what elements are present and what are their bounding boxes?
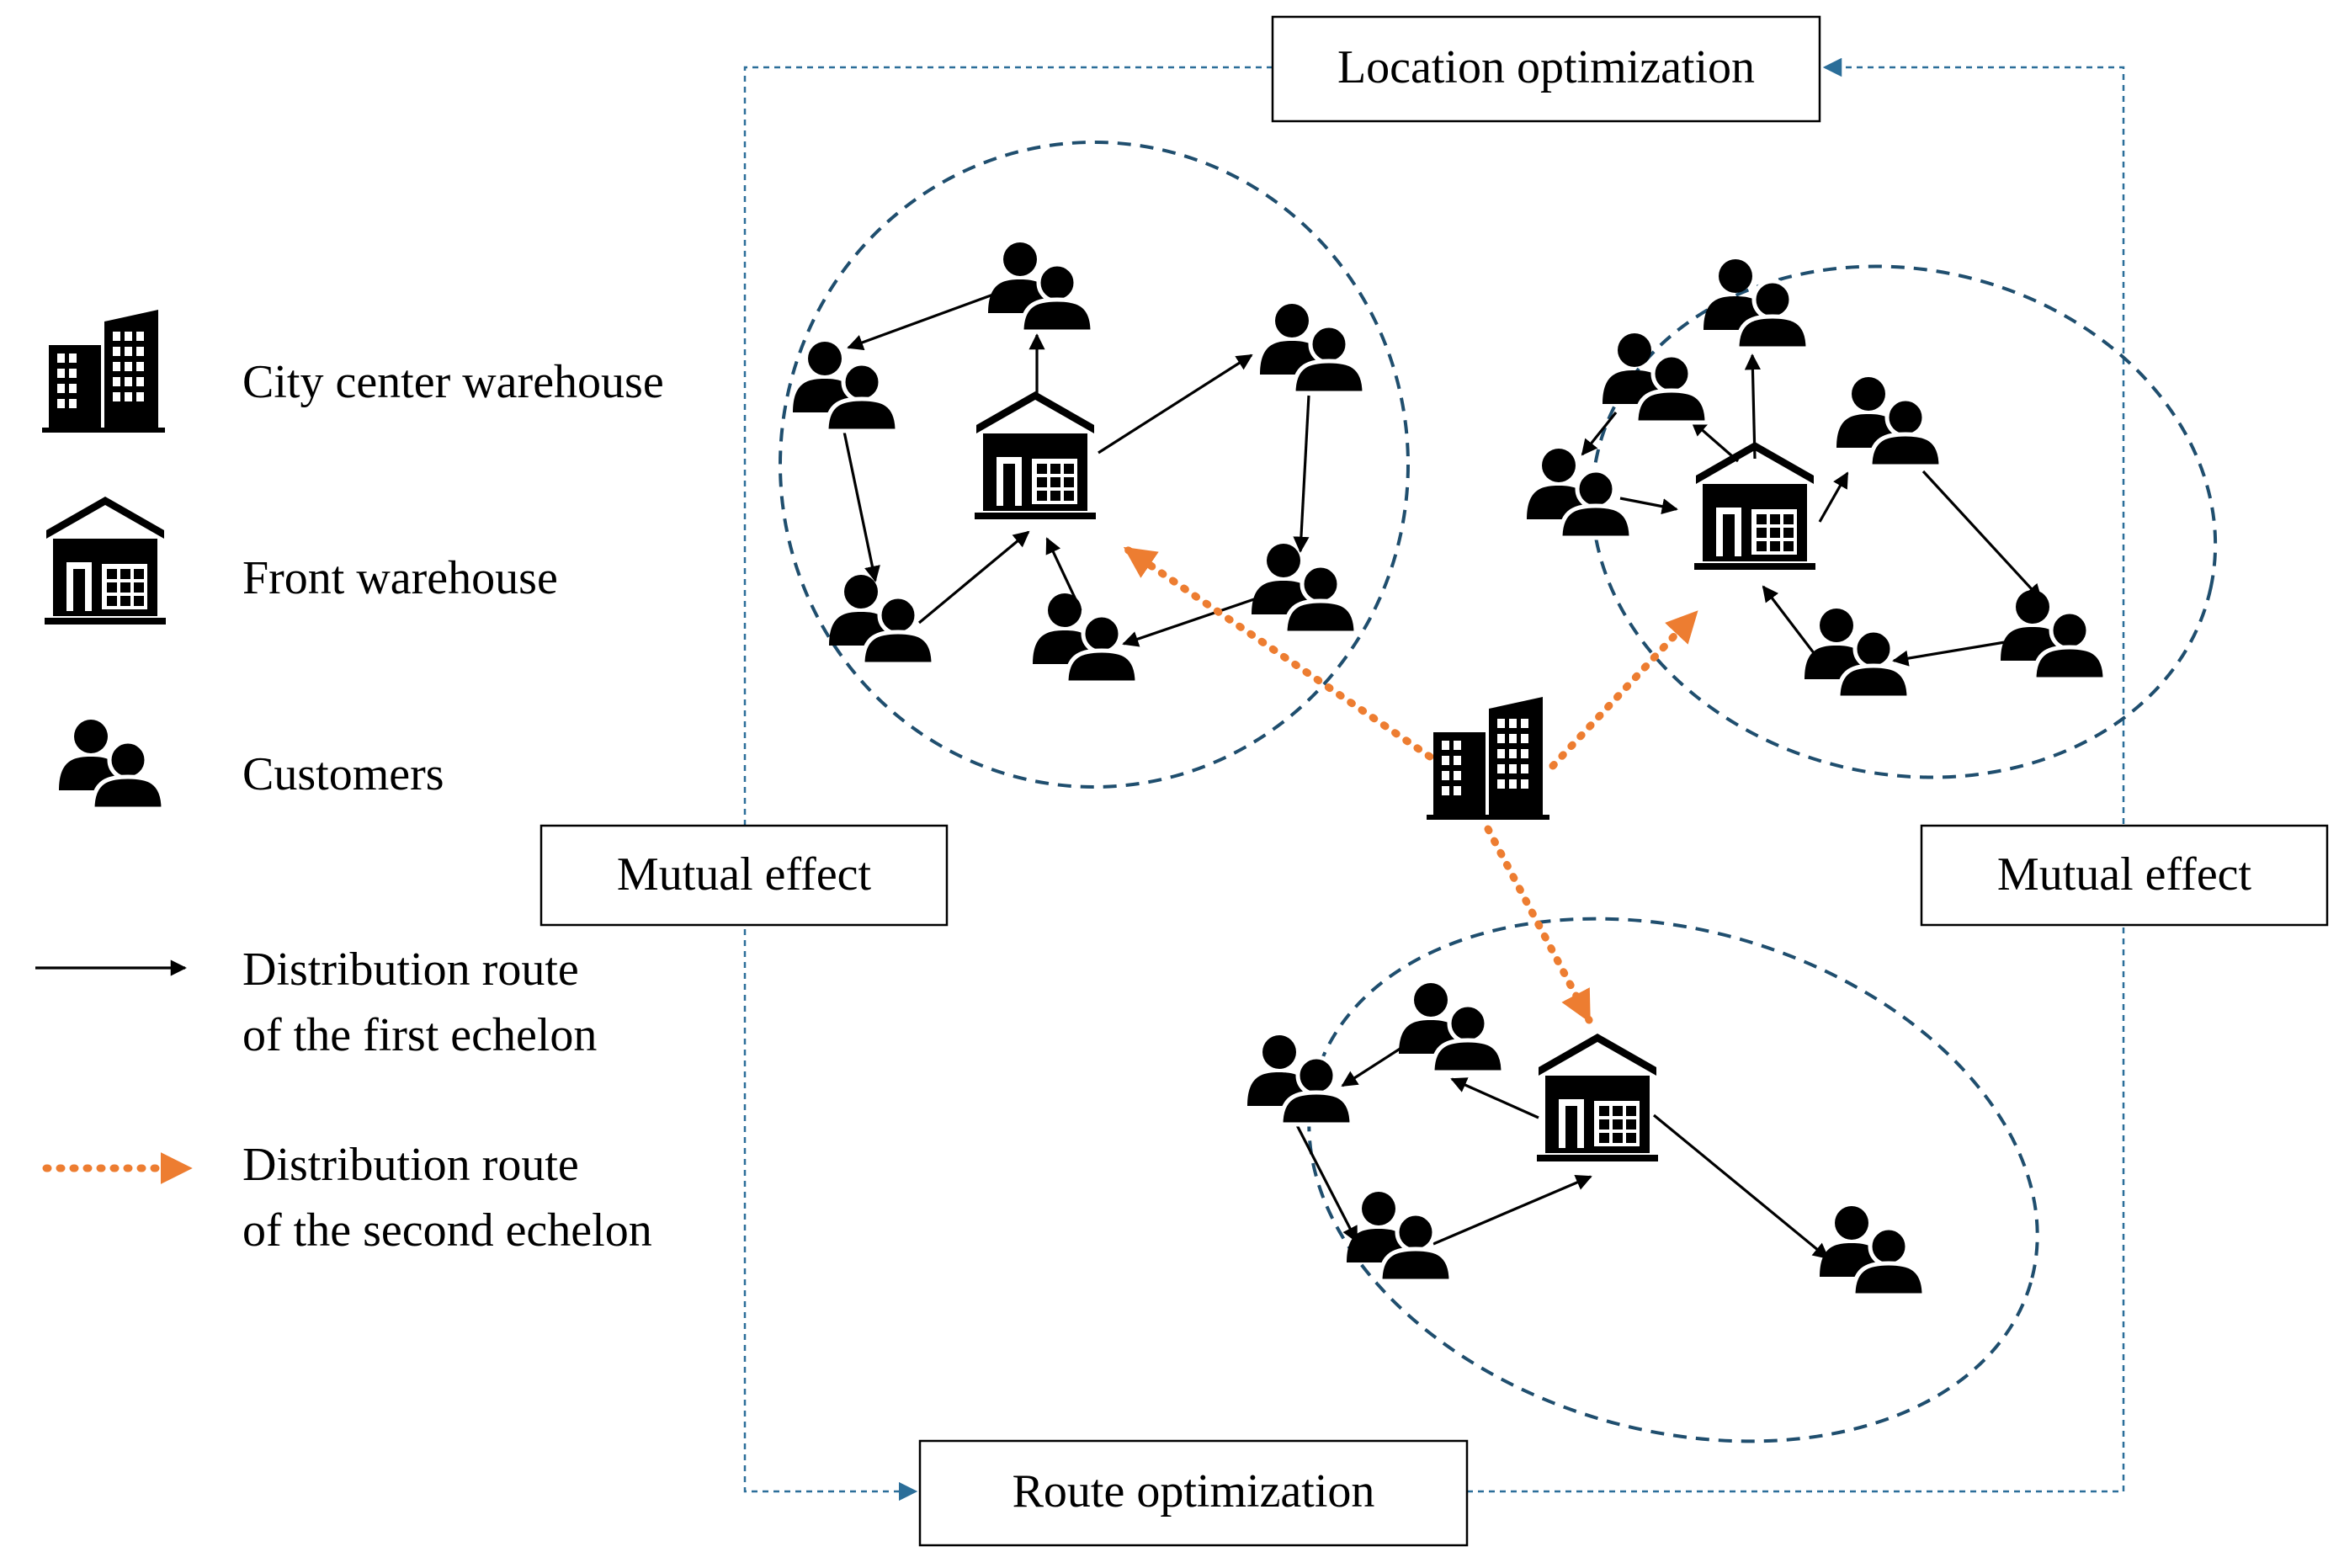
route-arrow: [1818, 471, 1849, 523]
front-warehouse-icon: [1537, 1034, 1658, 1161]
route-arrow: [1762, 585, 1821, 662]
route-arrow: [1122, 598, 1255, 647]
second-echelon-routes: [1122, 545, 1700, 1024]
customers-icon: [1820, 1206, 1924, 1295]
customers-icon: [1836, 377, 1941, 466]
route-arrow: [1293, 395, 1310, 553]
customers-icon: [2001, 590, 2105, 679]
mutual-effect-left-label: Mutual effect: [617, 848, 872, 901]
city-center-warehouse-icon: [42, 310, 165, 433]
optimization-loop: [743, 57, 2125, 1502]
route-arrow: [1098, 353, 1253, 454]
loop-left-path: [743, 66, 1273, 1502]
route-arrow: [1450, 1077, 1539, 1119]
mutual-effect-left-box: Mutual effect: [539, 824, 949, 927]
route-arrow: [1690, 419, 1740, 463]
first-echelon-routes: [842, 293, 2043, 1260]
front-warehouse-icon: [45, 497, 166, 625]
route-arrow: [1892, 640, 2006, 667]
customers-icon: [1603, 333, 1707, 423]
route-arrow: [917, 530, 1030, 625]
legend: City center warehouse Front warehouse Cu…: [35, 310, 664, 1257]
cluster-top-right: [1590, 264, 2218, 779]
route-arrow: [1921, 470, 2043, 601]
legend-first-echelon-line1: Distribution route: [242, 943, 579, 996]
customers-icon: [1399, 983, 1503, 1072]
legend-second-echelon-line1: Distribution route: [242, 1139, 579, 1191]
second-echelon-arrow: [1122, 545, 1445, 768]
customers-icon: [1247, 1035, 1352, 1124]
second-echelon-arrow: [1484, 825, 1593, 1024]
route-arrow: [1581, 412, 1618, 456]
customers-icon: [793, 342, 897, 431]
legend-city-center-warehouse: City center warehouse: [242, 356, 664, 408]
customers-icon: [988, 242, 1092, 332]
legend-front-warehouse: Front warehouse: [242, 552, 558, 604]
city-center-warehouse-icon: [1427, 697, 1549, 820]
route-arrow: [1341, 1046, 1402, 1087]
legend-first-echelon-line2: of the first echelon: [242, 1009, 597, 1061]
route-arrow: [1652, 1114, 1830, 1260]
customers-icon: [1033, 593, 1137, 683]
legend-second-echelon-line2: of the second echelon: [242, 1204, 652, 1257]
customers-icon: [59, 720, 163, 809]
cluster-bottom: [1307, 917, 2039, 1443]
front-warehouse-icon: [975, 391, 1096, 519]
route-arrow: [1432, 1174, 1592, 1246]
mutual-effect-right-label: Mutual effect: [1997, 848, 2252, 901]
route-arrow: [1744, 353, 1762, 460]
route-optimization-label: Route optimization: [1013, 1465, 1375, 1518]
location-optimization-label: Location optimization: [1337, 41, 1755, 93]
route-optimization-box: Route optimization: [918, 1439, 1469, 1547]
second-echelon-arrow: [1549, 609, 1700, 770]
customers-icon: [1527, 449, 1631, 538]
customers-icon: [1252, 544, 1356, 633]
customers-icon: [1805, 609, 1909, 698]
loop-right-path: [1467, 57, 2125, 1493]
front-warehouse-icon: [1694, 442, 1815, 570]
mutual-effect-right-box: Mutual effect: [1920, 824, 2329, 927]
route-arrow: [1619, 497, 1678, 515]
cluster-top-left: [779, 141, 1410, 789]
location-optimization-box: Location optimization: [1271, 15, 1821, 123]
route-arrow: [1294, 1123, 1358, 1243]
customers-icon: [1704, 259, 1808, 348]
route-arrow: [842, 427, 880, 582]
customers-icon: [1260, 304, 1364, 393]
customers-icon: [829, 575, 933, 664]
route-arrow: [847, 293, 994, 351]
legend-customers: Customers: [242, 748, 444, 800]
